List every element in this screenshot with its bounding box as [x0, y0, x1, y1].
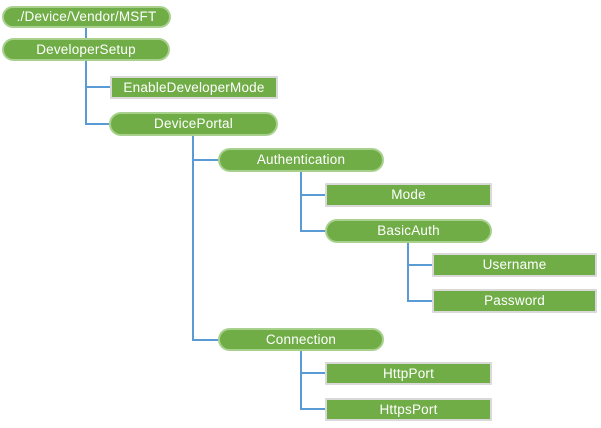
- connector-connection-trunk: [300, 350, 302, 410]
- connector-to-username: [407, 264, 433, 266]
- connector-basicauth-trunk: [407, 242, 409, 302]
- node-httpsport: HttpsPort: [325, 398, 492, 421]
- connector-to-enabledevelopermode: [85, 86, 112, 88]
- node-password: Password: [432, 289, 597, 313]
- node-device-vendor-msft: ./Device/Vendor/MSFT: [2, 6, 171, 28]
- node-developersetup: DeveloperSetup: [2, 38, 170, 61]
- connector-authentication-trunk: [300, 171, 302, 232]
- node-username: Username: [432, 253, 597, 277]
- node-basicauth: BasicAuth: [325, 219, 492, 243]
- node-connection: Connection: [218, 328, 384, 351]
- connector-developersetup-trunk: [85, 60, 87, 125]
- connector-root-to-developersetup: [85, 27, 87, 39]
- connector-to-httpsport: [300, 408, 326, 410]
- connector-to-connection: [192, 339, 221, 341]
- node-enabledevelopermode: EnableDeveloperMode: [110, 76, 278, 99]
- node-deviceportal: DevicePortal: [109, 112, 278, 136]
- node-httpport: HttpPort: [325, 362, 492, 385]
- connector-to-basicauth: [300, 230, 328, 232]
- connector-to-httpport: [300, 372, 326, 374]
- node-mode: Mode: [325, 183, 492, 207]
- node-authentication: Authentication: [218, 148, 384, 172]
- connector-to-password: [407, 300, 433, 302]
- connector-to-mode: [300, 194, 326, 196]
- connector-to-deviceportal: [85, 123, 114, 125]
- connector-deviceportal-trunk: [192, 135, 194, 341]
- connector-to-authentication: [192, 159, 221, 161]
